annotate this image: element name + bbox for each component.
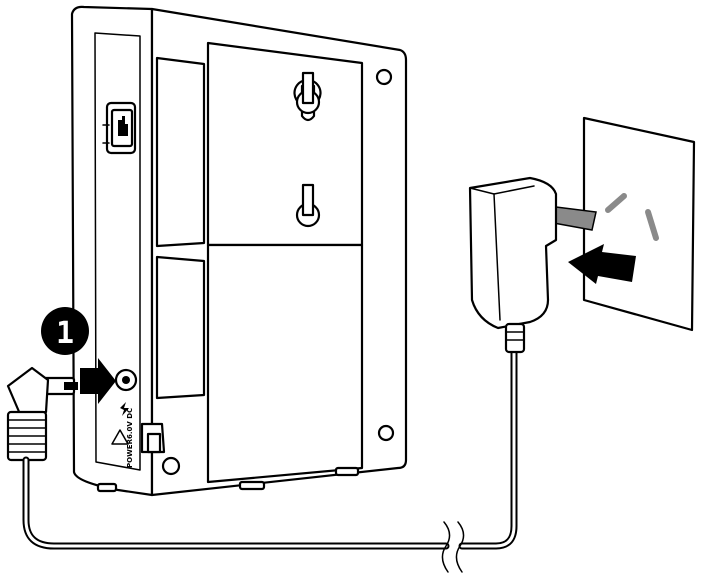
insert-arrow-wall — [568, 244, 636, 284]
reset-tab-inner — [146, 432, 162, 454]
mount-plate-bottom — [206, 243, 364, 484]
power-adapter — [468, 176, 597, 354]
mount-plate-top — [206, 41, 364, 247]
power-cable — [22, 348, 518, 573]
wps-button — [102, 101, 137, 155]
router-device: POWER6.0V DC — [70, 5, 408, 497]
voltage-label: 6.0V DC — [126, 408, 134, 439]
dc-plug — [6, 366, 78, 462]
power-label: POWER — [126, 438, 134, 468]
step-badge: 1 — [41, 307, 89, 355]
step-number: 1 — [56, 316, 74, 351]
foot-left — [96, 482, 118, 493]
svg-text:POWER6.0V DC: POWER6.0V DC — [126, 408, 134, 468]
vent-upper — [155, 56, 206, 248]
warning-triangle-icon — [111, 429, 129, 445]
keyhole-slot-lower — [295, 183, 321, 228]
screw-bottom-right — [377, 424, 395, 442]
power-jack-pin — [122, 376, 130, 384]
foot-right — [334, 466, 360, 477]
side-panel-border — [94, 32, 141, 471]
wall-outlet — [582, 116, 696, 332]
screw-top-right — [375, 68, 393, 86]
vent-lower — [155, 255, 206, 400]
lightning-icon — [120, 402, 129, 416]
insert-arrow-jack — [80, 358, 116, 404]
screw-bottom-left — [161, 456, 181, 476]
keyhole-slot-upper — [293, 71, 322, 122]
foot-middle — [238, 480, 266, 491]
